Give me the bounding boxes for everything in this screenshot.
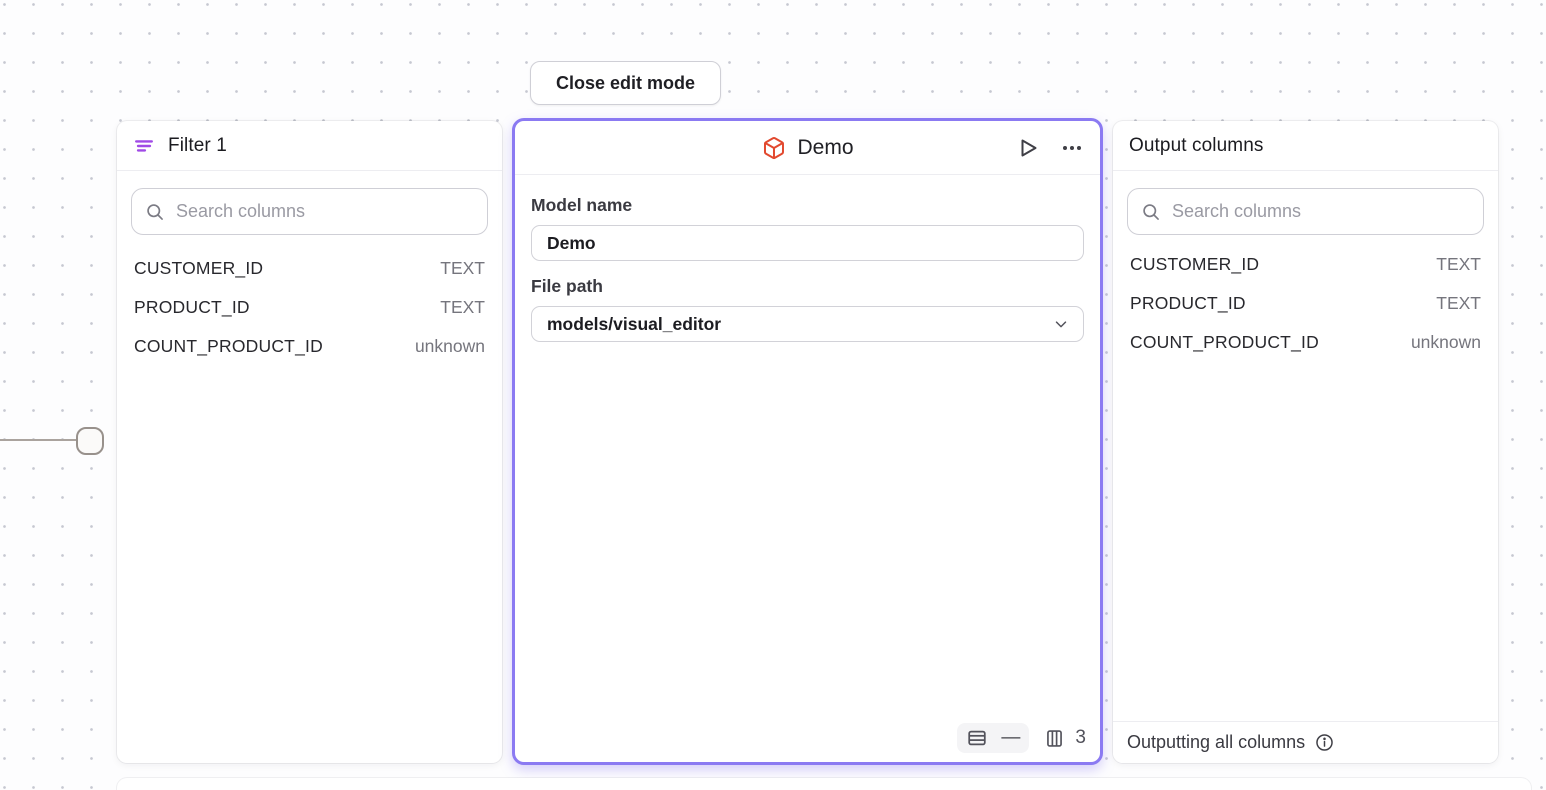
columns-icon — [1044, 728, 1065, 749]
column-type: TEXT — [440, 297, 485, 317]
file-path-select[interactable]: models/visual_editor — [531, 306, 1084, 342]
row-count-toggle[interactable]: — — [957, 723, 1030, 753]
rows-icon — [966, 727, 988, 749]
output-column-list: CUSTOMER_ID TEXT PRODUCT_ID TEXT COUNT_P… — [1113, 243, 1498, 368]
file-path-label: File path — [531, 276, 603, 296]
filter-panel-title: Filter 1 — [168, 134, 227, 156]
column-name: PRODUCT_ID — [134, 297, 250, 317]
column-name: PRODUCT_ID — [1130, 293, 1246, 313]
search-icon — [1141, 202, 1161, 222]
column-name: COUNT_PRODUCT_ID — [1130, 332, 1319, 352]
model-panel-actions — [1016, 136, 1084, 160]
column-row[interactable]: COUNT_PRODUCT_ID unknown — [1130, 323, 1481, 362]
column-name: CUSTOMER_ID — [1130, 254, 1260, 274]
file-path-value: models/visual_editor — [547, 313, 722, 334]
filter-panel-header: Filter 1 — [117, 121, 502, 171]
filter-search-box[interactable] — [131, 188, 488, 235]
model-cube-icon — [761, 136, 785, 160]
output-footer-label: Outputting all columns — [1127, 732, 1306, 752]
model-panel-body: Model name File path models/visual_edito… — [515, 175, 1100, 356]
column-type: unknown — [1410, 332, 1481, 352]
model-panel-title-group: Demo — [761, 135, 854, 160]
filter-column-list: CUSTOMER_ID TEXT PRODUCT_ID TEXT COUNT_P… — [117, 243, 502, 372]
bottom-node-panel[interactable] — [117, 778, 1531, 790]
column-count-indicator[interactable]: 3 — [1044, 727, 1086, 749]
run-model-button[interactable] — [1016, 136, 1040, 160]
column-type: TEXT — [440, 258, 485, 278]
output-panel-title: Output columns — [1129, 134, 1264, 156]
column-name: CUSTOMER_ID — [134, 258, 264, 278]
filter-search-input[interactable] — [176, 201, 474, 222]
info-icon[interactable] — [1314, 732, 1335, 753]
model-node-panel: Demo — [512, 118, 1103, 765]
column-row[interactable]: CUSTOMER_ID TEXT — [134, 249, 485, 288]
column-row[interactable]: PRODUCT_ID TEXT — [134, 288, 485, 327]
edge-connector-line — [0, 439, 78, 441]
edge-connector-handle[interactable] — [76, 427, 104, 455]
column-row[interactable]: PRODUCT_ID TEXT — [1130, 284, 1481, 323]
output-columns-panel: Output columns CUSTOMER_ID TEXT PRODUCT_… — [1113, 121, 1498, 763]
ellipsis-icon — [1060, 136, 1084, 160]
column-name: COUNT_PRODUCT_ID — [134, 336, 323, 356]
output-panel-footer: Outputting all columns — [1113, 721, 1498, 763]
close-edit-mode-button[interactable]: Close edit mode — [530, 61, 721, 105]
column-type: unknown — [414, 336, 485, 356]
filter-node-panel: Filter 1 CUSTOMER_ID TEXT PRODUCT_ID TEX… — [117, 121, 502, 763]
column-row[interactable]: COUNT_PRODUCT_ID unknown — [134, 327, 485, 366]
column-type: TEXT — [1436, 293, 1481, 313]
column-row[interactable]: CUSTOMER_ID TEXT — [1130, 245, 1481, 284]
column-type: TEXT — [1436, 254, 1481, 274]
row-count-value: — — [1001, 727, 1021, 748]
model-name-label: Model name — [531, 195, 633, 215]
filter-icon — [133, 135, 155, 157]
output-search-box[interactable] — [1127, 188, 1484, 235]
column-count-value: 3 — [1075, 727, 1086, 748]
model-panel-title: Demo — [797, 135, 854, 159]
model-panel-header: Demo — [515, 121, 1100, 175]
more-options-button[interactable] — [1060, 136, 1084, 160]
model-panel-footer: — 3 — [957, 723, 1086, 753]
model-name-input[interactable] — [531, 225, 1084, 261]
search-icon — [145, 202, 165, 222]
output-panel-header: Output columns — [1113, 121, 1498, 171]
play-icon — [1016, 136, 1040, 160]
output-search-input[interactable] — [1172, 201, 1470, 222]
chevron-down-icon — [1052, 315, 1070, 333]
